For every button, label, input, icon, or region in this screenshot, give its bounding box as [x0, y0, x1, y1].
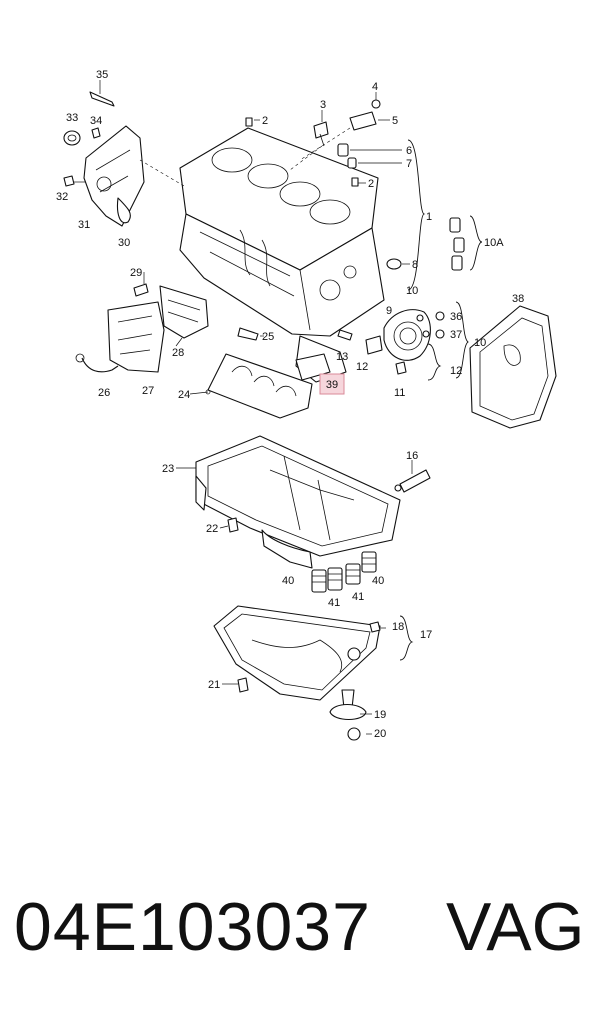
pin-25 [237, 327, 264, 341]
callout-30: 30 [118, 237, 130, 249]
bracket-12 [427, 343, 442, 381]
exploded-parts-diagram: 39 [56, 69, 557, 741]
plug-8 [386, 258, 410, 270]
upper-oil-pan [195, 435, 401, 569]
callout-26: 26 [98, 387, 110, 399]
gasket-38 [469, 305, 557, 429]
lower-oil-sump [213, 605, 381, 701]
callout-9: 9 [386, 305, 392, 317]
plugs-10A [449, 215, 483, 271]
callout-20: 20 [374, 728, 386, 740]
parts-28-29 [133, 283, 209, 347]
bolt-18 [369, 621, 381, 633]
callout-22: 22 [206, 523, 218, 535]
callout-10b: 10 [474, 337, 486, 349]
bearing-ladder-24 [205, 353, 313, 419]
callout-27: 27 [142, 385, 154, 397]
callout-4: 4 [372, 81, 378, 93]
callout-38: 38 [512, 293, 524, 305]
callout-31: 31 [78, 219, 90, 231]
oil-sensor-19-20 [329, 689, 372, 741]
callout-16: 16 [406, 450, 418, 462]
bolt-3 [289, 110, 329, 171]
sensor-4-5 [299, 92, 390, 161]
callout-18: 18 [392, 621, 404, 633]
callout-6: 6 [406, 145, 412, 157]
callout-10A: 10A [484, 237, 504, 249]
callout-23: 23 [162, 463, 174, 475]
callout-19: 19 [374, 709, 386, 721]
callout-29: 29 [130, 267, 142, 279]
callout-12b: 12 [450, 365, 462, 377]
callout-2b: 2 [368, 178, 374, 190]
timing-cover-group [63, 80, 185, 227]
bolt-22 [227, 517, 239, 533]
callout-10a: 10 [406, 285, 418, 297]
rear-seal-flange [337, 301, 469, 379]
callout-2a: 2 [262, 115, 268, 127]
bracket-1 [407, 139, 426, 291]
callout-21: 21 [208, 679, 220, 691]
springs-40-41 [311, 551, 377, 593]
sealant-tube-16 [394, 460, 431, 493]
callout-40b: 40 [372, 575, 384, 587]
cylinder-block [179, 127, 385, 383]
callout-7: 7 [406, 158, 412, 170]
callout-33: 33 [66, 112, 78, 124]
part-39-highlighted: 39 [295, 353, 345, 395]
callout-11: 11 [394, 387, 405, 399]
callout-8: 8 [412, 259, 418, 271]
callout-28: 28 [172, 347, 184, 359]
oil-pump-cover-26-27 [75, 301, 165, 373]
callout-12a: 12 [356, 361, 368, 373]
callout-25: 25 [262, 331, 274, 343]
callout-39: 39 [326, 379, 338, 391]
callout-3: 3 [320, 99, 326, 111]
bolt-21 [237, 677, 249, 693]
callout-40a: 40 [282, 575, 294, 587]
callout-35: 35 [96, 69, 108, 81]
callout-37: 37 [450, 329, 462, 341]
callout-41b: 41 [352, 591, 364, 603]
callout-32: 32 [56, 191, 68, 203]
brand-label: VAG [446, 889, 585, 965]
part-number: 04E103037 [14, 889, 371, 965]
leader-lines [143, 272, 386, 735]
callout-13: 13 [336, 351, 348, 363]
callout-5: 5 [392, 115, 398, 127]
dowels-6-7 [245, 117, 402, 187]
callout-24: 24 [178, 389, 190, 401]
callout-17: 17 [420, 629, 432, 641]
bracket-17 [399, 615, 414, 661]
callout-34: 34 [90, 115, 102, 127]
callout-36: 36 [450, 311, 462, 323]
callout-41a: 41 [328, 597, 340, 609]
callout-labels: 35 33 34 32 31 30 3 4 5 2 6 7 2 1 10A 8 … [56, 69, 524, 740]
callout-1: 1 [426, 211, 432, 223]
